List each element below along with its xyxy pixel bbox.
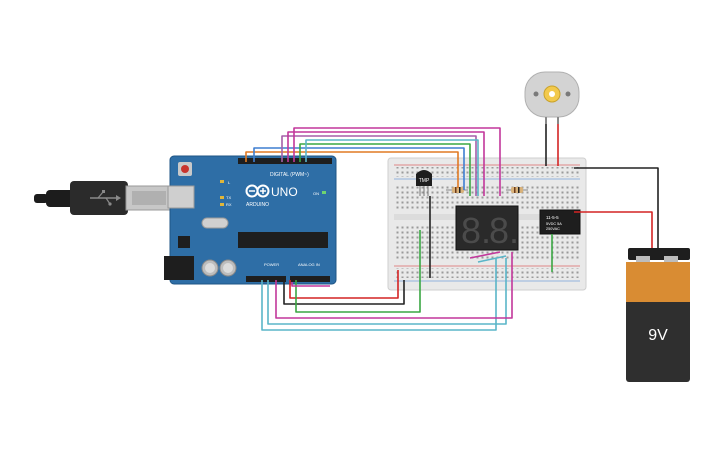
nine-volt-battery[interactable]: 9V [626,248,690,382]
sensor-label: TMP [419,178,430,184]
relay[interactable]: 11-5-5 5VDC 5A 250VAC [539,209,581,235]
wire-cyan-top[interactable] [305,139,479,196]
display-digit-1: 8. [461,210,491,251]
model-label: UNO [271,185,298,199]
wire-battery-red[interactable] [574,211,653,248]
top-power-rail [394,167,580,177]
l-led [220,180,224,183]
tx-led [220,196,224,199]
relay-label-3: 250VAC [546,227,560,231]
on-led-label: ON [313,191,319,196]
digital-header-label: DIGITAL (PWM~) [270,172,309,178]
atmega-chip [238,232,328,248]
usb-port [167,185,195,209]
wire-green-bottom[interactable] [295,230,421,313]
wire-cyan-bottom[interactable] [261,258,497,331]
seven-segment-display[interactable]: 8. 8. [455,205,519,251]
wire-purple-top[interactable] [281,135,477,196]
crystal [201,217,229,229]
analog-header-label: ANALOG IN [298,262,320,267]
bottom-power-rail [394,268,580,278]
dc-motor[interactable] [524,71,580,124]
wire-display-2[interactable] [477,255,507,263]
brand-label: ARDUINO [246,202,269,208]
wire-cyan-bottom-2[interactable] [267,258,507,325]
usb-chip [178,236,190,248]
resistor-1[interactable] [446,187,468,193]
wire-magenta-top-1[interactable] [287,131,485,196]
battery-voltage-label: 9V [648,327,668,344]
rx-led-label: RX [226,202,232,207]
usb-symbol-icon [90,190,121,206]
wire-green-top[interactable] [299,143,471,196]
arduino-logo-icon [245,184,270,198]
wire-blue-top[interactable] [253,147,465,190]
wire-red-bottom[interactable] [289,270,399,299]
usb-cable[interactable] [34,181,173,215]
power-jack [164,256,194,280]
resistor-2[interactable] [506,187,528,193]
arduino-uno-board[interactable]: DIGITAL (PWM~) UNO ARDUINO L TX RX ON [164,155,337,285]
analog-header [290,276,330,282]
wires [245,124,659,331]
wire-orange-top[interactable] [245,151,459,188]
wire-magenta-top-2[interactable] [293,127,501,196]
wire-black-bottom[interactable] [283,280,405,305]
on-led [322,191,326,194]
wire-magenta-bottom[interactable] [275,252,513,319]
power-header [246,276,286,282]
rx-led [220,203,224,206]
relay-label-1: 11-5-5 [546,215,559,220]
wire-battery-black[interactable] [574,167,659,248]
digital-header [238,158,332,164]
relay-label-2: 5VDC 5A [546,222,562,226]
power-header-label: POWER [264,262,279,267]
temperature-sensor[interactable]: TMP [416,170,432,196]
l-led-label: L [228,180,231,185]
wire-display-1[interactable] [469,251,501,259]
wire-magenta-short[interactable] [291,282,330,287]
tx-led-label: TX [226,195,231,200]
display-digit-2: 8. [489,210,519,251]
battery-label-band [626,262,690,302]
